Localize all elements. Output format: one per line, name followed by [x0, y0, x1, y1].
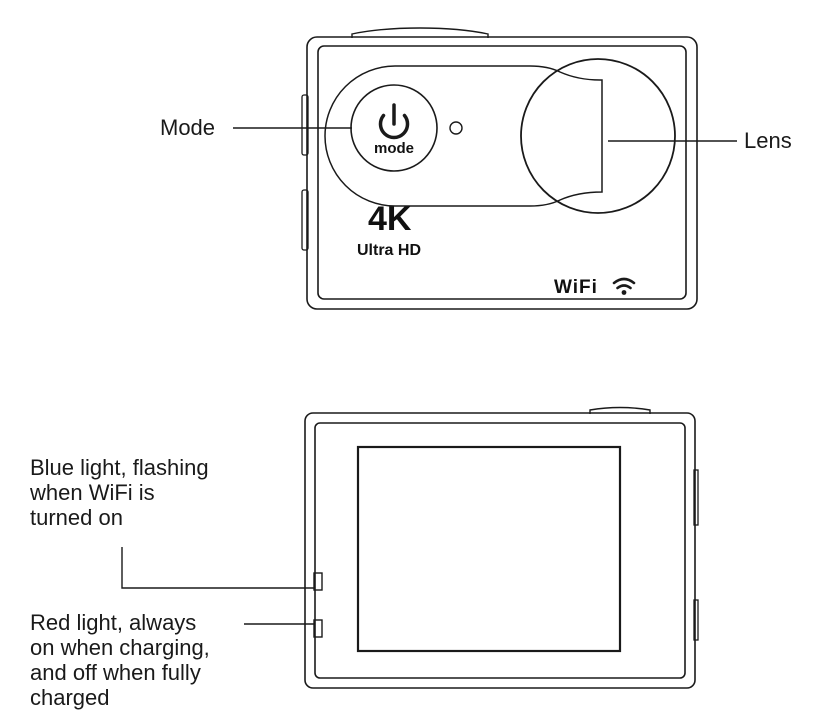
wifi-logo-text: WiFi: [554, 277, 598, 298]
front-panel-outline: [324, 65, 603, 207]
front-indicator-light: [449, 121, 463, 135]
blue-light-callout-line: turned on: [30, 505, 123, 530]
power-button: [350, 84, 438, 172]
blue-light-leader-line: [121, 547, 314, 589]
mode-callout: Mode: [160, 115, 216, 140]
camera-front-view: [301, 27, 698, 310]
camera-back-view: [304, 406, 699, 689]
red-light-callout-line: Red light, always: [30, 610, 197, 635]
wifi-icon-dot: [621, 290, 627, 295]
red-light-indicator: [313, 619, 323, 638]
red-light-callout: Red light, always on when charging, and …: [30, 610, 210, 710]
blue-light-callout-line: Blue light, flashing: [30, 455, 209, 480]
back-top-button-bump: [589, 406, 651, 414]
lens: [520, 58, 676, 214]
power-button-label: mode: [373, 140, 414, 157]
lcd-screen: [356, 445, 622, 653]
camera-front-outer-body: [306, 36, 698, 310]
ultra-hd-label: Ultra HD: [357, 242, 422, 259]
back-side-button-lower: [693, 599, 699, 641]
blue-light-indicator: [313, 572, 323, 591]
resolution-badge: 4K: [368, 200, 412, 238]
back-side-button-upper: [693, 469, 699, 526]
blue-light-callout-line: when WiFi is: [30, 480, 155, 505]
power-icon: [378, 103, 410, 140]
red-light-callout-line: and off when fully: [30, 660, 201, 685]
top-button-bump: [351, 27, 489, 38]
side-button-upper: [301, 94, 309, 156]
camera-back-inner-body: [314, 422, 686, 679]
blue-light-callout: Blue light, flashing when WiFi is turned…: [30, 455, 209, 530]
camera-front-inner-body: [317, 45, 687, 300]
red-light-callout-line: on when charging,: [30, 635, 210, 660]
wifi-icon: [612, 277, 636, 290]
side-button-lower: [301, 189, 309, 251]
lens-callout: Lens: [744, 128, 792, 153]
camera-back-outer-body: [304, 412, 696, 689]
red-light-callout-line: charged: [30, 685, 110, 710]
